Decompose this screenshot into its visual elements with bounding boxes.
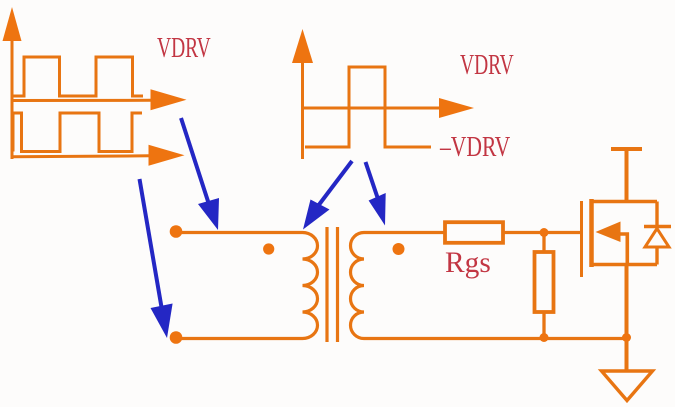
svg-text:–VDRV: –VDRV: [439, 131, 510, 163]
svg-text:Rgs: Rgs: [445, 247, 491, 279]
svg-text:VDRV: VDRV: [460, 49, 514, 81]
svg-text:VDRV: VDRV: [157, 32, 211, 64]
